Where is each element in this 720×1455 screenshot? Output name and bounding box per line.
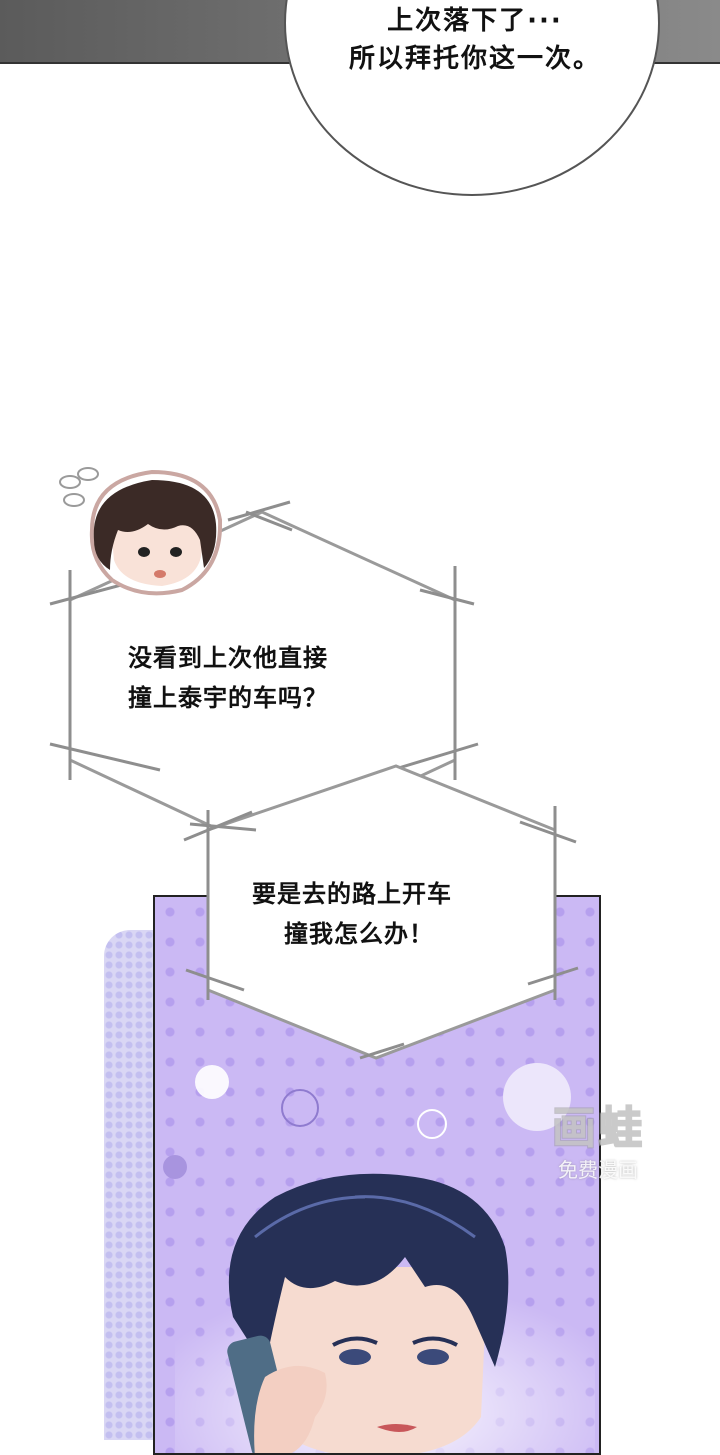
decor-bubble [281, 1089, 319, 1127]
watermark-subtitle: 免费漫画 [558, 1158, 638, 1182]
speech-line-1: 上次落下了··· [387, 6, 563, 36]
chibi-face-sticker [59, 467, 222, 596]
decor-bubble [417, 1109, 447, 1139]
decor-bubble [195, 1065, 229, 1099]
scalloped-background [104, 930, 154, 1440]
character-phone-illustration [175, 1173, 595, 1453]
speech-line-1: 没看到上次他直接 [128, 644, 328, 672]
hex-bubble-2-text: 要是去的路上开车 撞我怎么办！ [252, 874, 452, 954]
speech-line-1: 要是去的路上开车 [252, 880, 452, 908]
decor-bubble [503, 1063, 571, 1131]
hex-bubble-1-text: 没看到上次他直接 撞上泰宇的车吗？ [128, 638, 328, 718]
watermark-logo-text: 画蛙 [551, 1102, 644, 1155]
watermark-logo: 画蛙 免费漫画 [538, 1102, 658, 1202]
speech-line-2: 撞我怎么办！ [284, 920, 434, 948]
speech-line-2: 撞上泰宇的车吗？ [128, 684, 328, 712]
speech-bubble-round-text: 上次落下了··· 所以拜托你这一次。 [290, 2, 660, 78]
decor-bubble [163, 1155, 187, 1179]
speech-line-2: 所以拜托你这一次。 [348, 44, 601, 74]
